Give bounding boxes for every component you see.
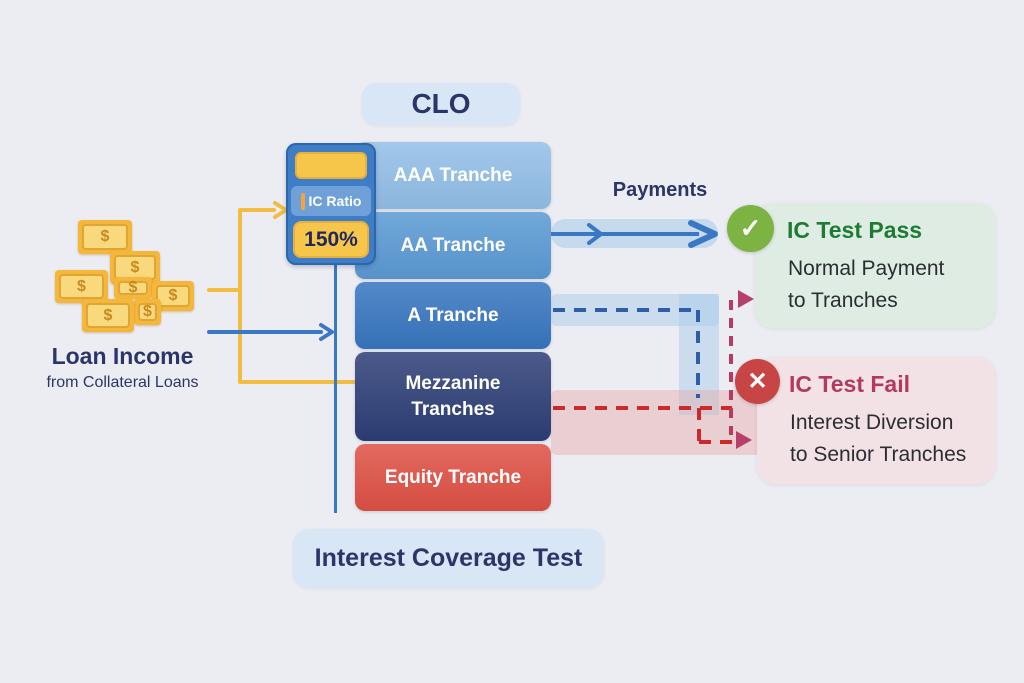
- tranche-aaa: AAA Tranche: [355, 142, 551, 209]
- ic-test-fail-card: IC Test Fail Interest Diversion to Senio…: [757, 357, 995, 484]
- check-icon: ✓: [727, 205, 774, 252]
- ic-test-fail-title: IC Test Fail: [789, 371, 910, 397]
- ic-ratio-label-box: IC Ratio: [291, 186, 371, 216]
- calculator-to-test-vertical-line: [334, 265, 337, 513]
- diversion-arrowhead-to-pass-icon: [738, 290, 754, 308]
- ic-test-pass-card: IC Test Pass Normal Payment to Tranches: [755, 203, 995, 328]
- banknote-icon: $: [134, 299, 161, 325]
- calculator-icon: IC Ratio 150%: [286, 143, 376, 265]
- loan-to-junction-yellow-line: [207, 288, 240, 292]
- a-tranche-diversion-dashed-line-down: [696, 310, 700, 398]
- banknote-icon: $: [82, 299, 134, 332]
- blue-arrowhead-icon: [319, 323, 334, 341]
- clo-title: CLO: [362, 83, 520, 125]
- diversion-dashed-line-to-pass: [729, 300, 733, 435]
- mezzanine-diversion-dashed-line: [553, 406, 732, 410]
- ratio-tick-icon: [300, 192, 305, 210]
- interest-coverage-test-label: Interest Coverage Test: [293, 529, 604, 588]
- diversion-to-fail-dashed-line: [699, 440, 735, 444]
- tranche-mezzanine: Mezzanine Tranches: [355, 352, 551, 441]
- ic-ratio-label: IC Ratio: [308, 193, 362, 209]
- yellow-line-to-mezzanine: [240, 380, 356, 384]
- tranche-equity: Equity Tranche: [355, 444, 551, 511]
- ic-test-pass-title: IC Test Pass: [787, 217, 923, 243]
- payments-arrow: [551, 220, 718, 248]
- loan-to-stack-blue-arrow-line: [207, 330, 323, 334]
- fail-description-line2: to Senior Tranches: [790, 443, 967, 466]
- banknote-icon: $: [55, 270, 108, 303]
- loan-income-title: Loan Income: [51, 343, 194, 369]
- tranche-aa: AA Tranche: [355, 212, 551, 279]
- mezzanine-diversion-dashed-line-down: [697, 408, 701, 444]
- loan-income-subtitle: from Collateral Loans: [46, 374, 199, 391]
- banknote-icon: $: [114, 277, 152, 299]
- diversion-arrowhead-to-fail-icon: [736, 431, 752, 449]
- a-tranche-diversion-dashed-line: [553, 308, 700, 312]
- money-stack: $ $ $ $ $ $ $: [50, 215, 215, 337]
- payments-label: Payments: [612, 179, 708, 201]
- calculator-display-bar: [295, 152, 367, 179]
- loan-income-label: Loan Income from Collateral Loans: [25, 343, 220, 392]
- yellow-junction-vertical-line: [238, 208, 242, 384]
- pass-description-line2: to Tranches: [788, 289, 898, 312]
- tranche-a: A Tranche: [355, 282, 551, 349]
- ic-ratio-value: 150%: [293, 221, 369, 258]
- pass-description-line1: Normal Payment: [788, 257, 945, 280]
- banknote-icon: $: [78, 220, 132, 254]
- cross-icon: ✕: [735, 359, 780, 404]
- fail-description-line1: Interest Diversion: [790, 411, 954, 434]
- yellow-line-to-calculator: [240, 208, 276, 212]
